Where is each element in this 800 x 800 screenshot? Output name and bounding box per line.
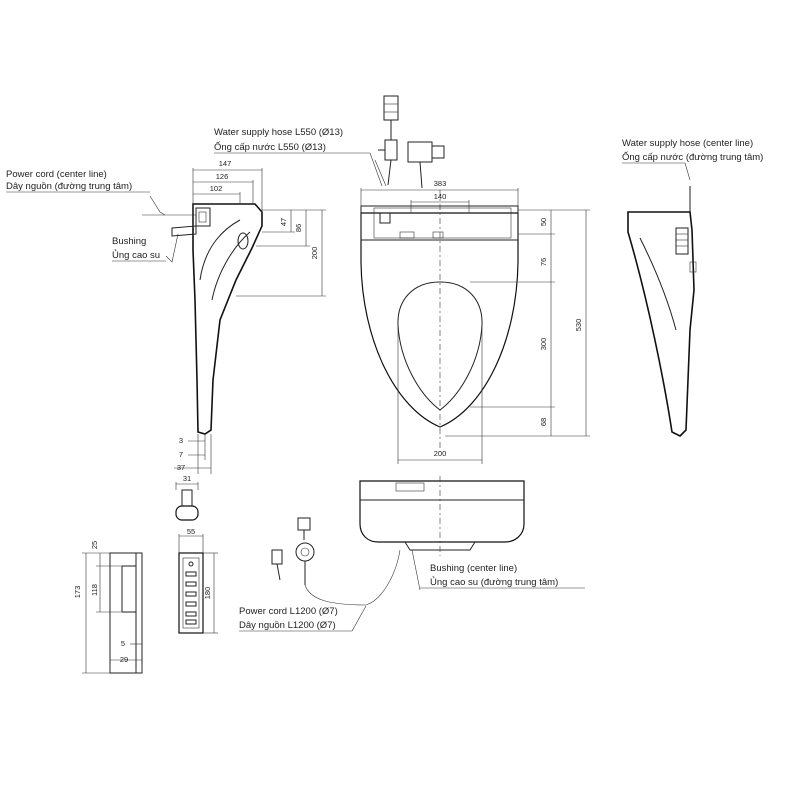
power-cord-plugs	[271, 517, 367, 606]
power-center-label-vi: Dây nguồn (đường trung tâm)	[6, 181, 132, 192]
water-hose-label-vi: Ống cấp nước L550 (Ø13)	[214, 141, 326, 153]
dim-3: 3	[179, 436, 183, 445]
right-side-view	[627, 186, 697, 437]
dim-300: 300	[539, 338, 548, 351]
dim-5: 5	[121, 639, 125, 648]
water-center-label-vi: Ống cấp nước (đường trung tâm)	[622, 151, 763, 163]
bushing-center-label-en: Bushing (center line)	[430, 563, 517, 574]
power-cord-label-vi: Dây nguồn L1200 (Ø7)	[239, 620, 336, 631]
bushing-label-vi: Ủng cao su	[112, 249, 160, 261]
dim-86: 86	[294, 224, 303, 232]
power-center-label-en: Power cord (center line)	[6, 169, 107, 180]
dim-55: 55	[187, 527, 195, 536]
water-center-label-en: Water supply hose (center line)	[622, 138, 753, 149]
dim-47: 47	[279, 218, 288, 226]
dim-200-bottom: 200	[434, 449, 447, 458]
dim-7: 7	[179, 450, 183, 459]
remote-front-view: 55 180	[178, 527, 218, 634]
front-view	[359, 476, 525, 606]
top-view: 383 140 50 76 300 68 530 200	[360, 95, 590, 464]
dim-173: 173	[73, 586, 82, 599]
power-cord-label-en: Power cord L1200 (Ø7)	[239, 606, 338, 617]
dim-102: 102	[210, 184, 223, 193]
dim-76: 76	[539, 258, 548, 266]
dim-180: 180	[203, 587, 212, 600]
dim-31: 31	[183, 474, 191, 483]
bushing-label-en: Bushing	[112, 236, 146, 247]
dim-530: 530	[574, 319, 583, 332]
dim-140: 140	[434, 192, 447, 201]
dim-37: 37	[177, 463, 185, 472]
remote-side-view: 173 25 118 5 29	[73, 541, 143, 674]
dim-147: 147	[219, 159, 232, 168]
dim-68: 68	[539, 418, 548, 426]
dim-118: 118	[90, 584, 99, 596]
dim-383: 383	[434, 179, 447, 188]
water-hose-label-en: Water supply hose L550 (Ø13)	[214, 127, 343, 138]
dim-50: 50	[539, 218, 548, 226]
bushing-part: 31	[175, 474, 199, 521]
dim-200-side: 200	[310, 247, 319, 260]
dim-126: 126	[216, 172, 229, 181]
dim-25: 25	[90, 541, 99, 549]
dim-29: 29	[120, 655, 128, 664]
bushing-center-label-vi: Ủng cao su (đường trung tâm)	[430, 576, 558, 588]
side-view: 147 126 102 47 86 200 3 7 37	[142, 159, 326, 474]
